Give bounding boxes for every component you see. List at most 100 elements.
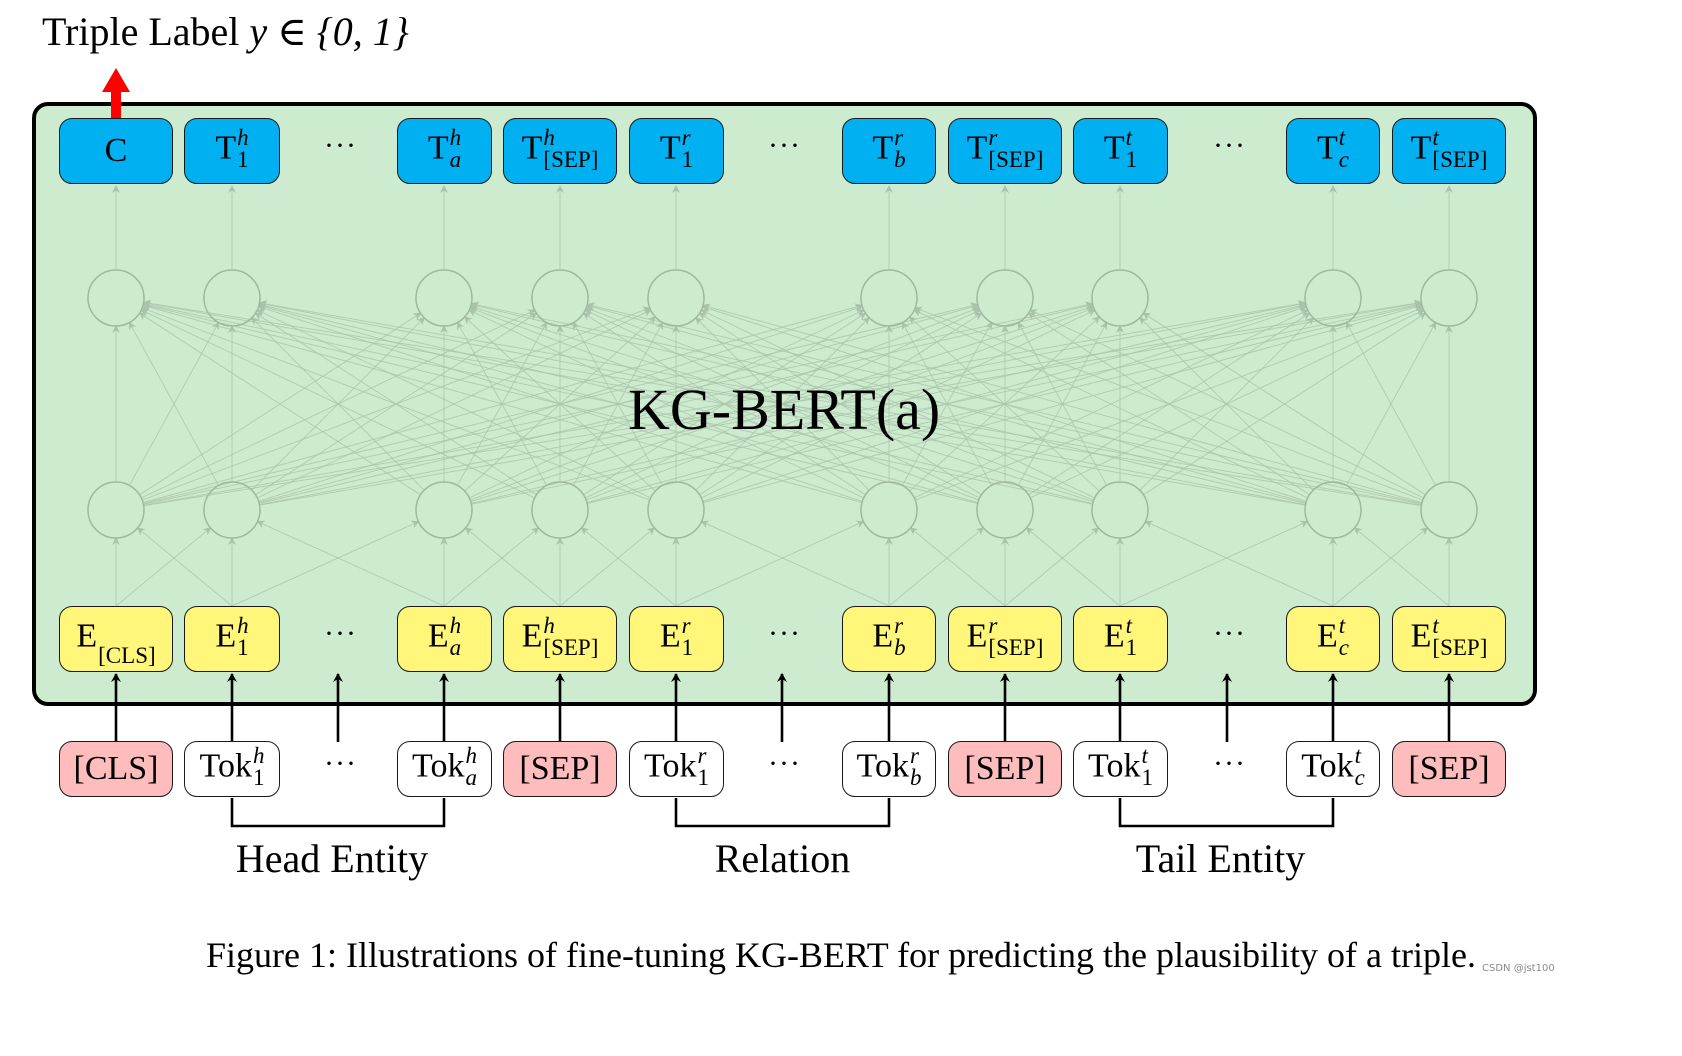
hidden-node <box>531 481 589 539</box>
hidden-node <box>203 481 261 539</box>
input-arrows <box>111 673 1454 742</box>
group-label-head-entity: Head Entity <box>235 836 429 881</box>
ellipsis: ··· <box>1213 129 1246 162</box>
ellipsis: ··· <box>324 617 357 650</box>
hidden-node <box>415 269 473 327</box>
hidden-node <box>860 269 918 327</box>
hidden-node <box>531 269 589 327</box>
hidden-node <box>976 481 1034 539</box>
group-brackets <box>230 798 1335 828</box>
input-token-box: [CLS] <box>59 741 173 797</box>
triple-label-title: Triple Label y ∈ {0, 1} <box>42 8 409 55</box>
ellipsis: ··· <box>768 747 801 780</box>
hidden-node <box>87 481 145 539</box>
ellipsis: ··· <box>324 129 357 162</box>
triple-label-math: y ∈ {0, 1} <box>249 9 409 54</box>
embedding-label: E [CLS] <box>76 617 156 668</box>
output-token-box: C <box>59 118 173 184</box>
ellipsis: ··· <box>1213 617 1246 650</box>
hidden-node <box>1091 269 1149 327</box>
network-connections <box>112 185 1453 607</box>
hidden-node <box>1420 481 1478 539</box>
group-bracket <box>674 798 891 828</box>
hidden-node <box>1304 269 1362 327</box>
hidden-node <box>87 269 145 327</box>
input-token-label: [SEP] <box>964 750 1046 787</box>
label-arrow-icon <box>102 68 130 118</box>
input-token-label: [SEP] <box>1408 750 1490 787</box>
hidden-node <box>203 269 261 327</box>
model-label: KG-BERT(a) <box>628 377 941 442</box>
hidden-node <box>647 481 705 539</box>
hidden-node-layers <box>87 269 1478 539</box>
embedding-box: E [CLS] <box>59 606 173 672</box>
hidden-node <box>1091 481 1149 539</box>
group-bracket <box>230 798 446 828</box>
group-label-tail-entity: Tail Entity <box>1135 836 1306 881</box>
hidden-node <box>647 269 705 327</box>
ellipsis: ··· <box>324 747 357 780</box>
group-bracket <box>1118 798 1335 828</box>
hidden-node <box>1304 481 1362 539</box>
watermark: CSDN @jst100 <box>1482 963 1555 974</box>
ellipsis: ··· <box>768 129 801 162</box>
hidden-node <box>860 481 918 539</box>
ellipsis: ··· <box>768 617 801 650</box>
figure-caption: Figure 1: Illustrations of fine-tuning K… <box>206 935 1476 975</box>
hidden-node <box>1420 269 1478 327</box>
input-token-box: [SEP] <box>948 741 1062 797</box>
input-token-label: [CLS] <box>73 750 159 787</box>
group-label-relation: Relation <box>714 836 851 881</box>
input-token-label: [SEP] <box>519 750 601 787</box>
hidden-node <box>415 481 473 539</box>
triple-label-text: Triple Label <box>42 9 250 54</box>
hidden-node <box>976 269 1034 327</box>
output-token-label: C <box>104 132 128 169</box>
